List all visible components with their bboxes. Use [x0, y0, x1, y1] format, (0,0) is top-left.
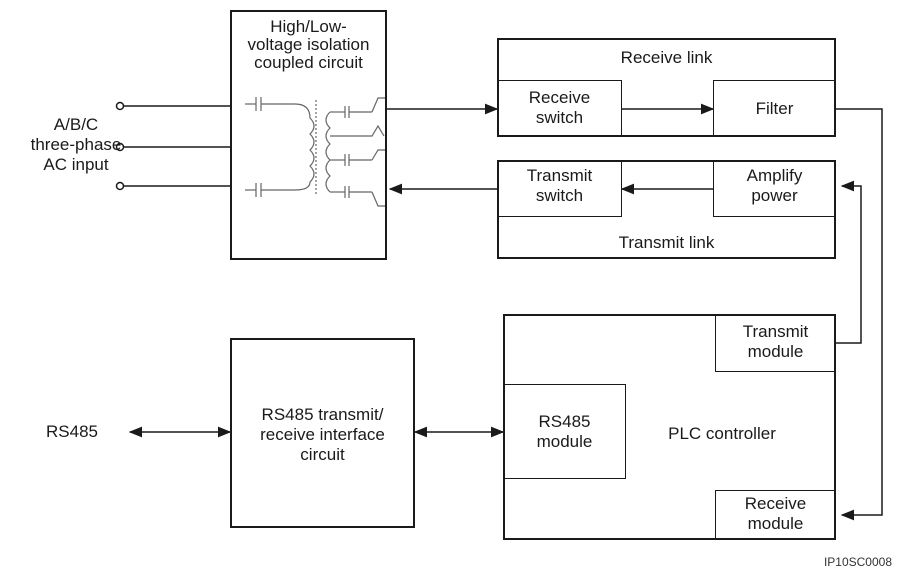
- transmit-module-line1: Transmit: [742, 322, 809, 341]
- isolation-line2: voltage isolation: [247, 35, 370, 54]
- isolation-circuit-label: High/Low- voltage isolation coupled circ…: [230, 18, 387, 72]
- rs485-module-line2: module: [536, 432, 593, 451]
- ac-input-line3: AC input: [43, 155, 109, 174]
- isolation-line3: coupled circuit: [254, 53, 363, 72]
- terminal-a: [115, 101, 125, 111]
- filter-box: [713, 80, 836, 137]
- terminal-c: [115, 181, 125, 191]
- amplify-line1: Amplify: [746, 166, 803, 185]
- receive-module-box: [715, 490, 836, 540]
- filter-label: Filter: [755, 99, 794, 118]
- rs485-module-label: RS485 module: [503, 412, 626, 452]
- rs485-module-line1: RS485: [538, 412, 591, 431]
- transmit-switch-box: [497, 160, 622, 217]
- receive-link-title: Receive link: [620, 48, 713, 67]
- transmit-link-title: Transmit link: [618, 233, 715, 252]
- receive-module-label: Receive module: [715, 494, 836, 534]
- rs485-circuit-line3: circuit: [300, 445, 345, 464]
- receive-switch-line1: Receive: [528, 88, 591, 107]
- rs485-module-box: [503, 384, 626, 479]
- transmit-module-line2: module: [747, 342, 804, 361]
- arrow-transmit-module-to-amp: [836, 180, 862, 344]
- isolation-line1: High/Low-: [270, 17, 347, 36]
- receive-module-line2: module: [747, 514, 804, 533]
- ac-input-terminals: [115, 101, 230, 191]
- plc-controller-title: PLC controller: [668, 424, 776, 443]
- rs485-circuit-line2: receive interface: [260, 425, 385, 444]
- amplify-power-label: Amplify power: [713, 166, 836, 206]
- ac-input-line2: three-phase: [30, 135, 122, 154]
- amplify-line2: power: [751, 186, 798, 205]
- receive-switch-line2: switch: [535, 108, 584, 127]
- transmit-switch-line2: switch: [535, 186, 584, 205]
- connectors: [128, 103, 883, 521]
- coupling-schematic-icon: [245, 97, 386, 207]
- transmit-switch-line1: Transmit: [526, 166, 593, 185]
- amplify-power-box: [713, 160, 836, 217]
- arrow-filter-to-receive-module: [836, 108, 883, 521]
- figure-id: IP10SC0008: [823, 555, 892, 569]
- transmit-switch-label: Transmit switch: [497, 166, 622, 206]
- receive-module-line1: Receive: [744, 494, 807, 513]
- ac-input-line1: A/B/C: [53, 115, 99, 134]
- receive-switch-box: [497, 80, 622, 137]
- transmit-module-label: Transmit module: [715, 322, 836, 362]
- rs485-circuit-box: [230, 338, 415, 528]
- isolation-circuit-box: [230, 10, 387, 260]
- plc-controller-box: [503, 314, 836, 540]
- rs485-port-label: RS485: [46, 422, 98, 441]
- receive-switch-label: Receive switch: [497, 88, 622, 128]
- ac-input-label: A/B/C three-phase AC input: [30, 115, 122, 175]
- rs485-circuit-label: RS485 transmit/ receive interface circui…: [230, 405, 415, 465]
- rs485-circuit-line1: RS485 transmit/: [261, 405, 384, 424]
- terminal-b: [115, 142, 125, 152]
- transmit-module-box: [715, 314, 836, 372]
